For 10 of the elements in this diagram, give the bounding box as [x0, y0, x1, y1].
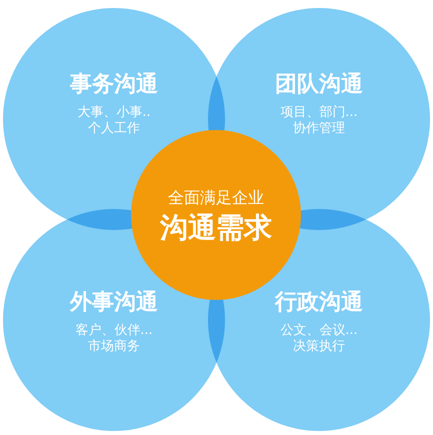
topic-title: 团队沟通: [275, 71, 363, 98]
topic-title: 事务沟通: [70, 71, 158, 98]
topic-title: 外事沟通: [70, 289, 158, 316]
topic-description: 项目、部门...协作管理: [279, 104, 359, 137]
topic-title: 行政沟通: [275, 289, 363, 316]
center-title: 沟通需求: [160, 210, 272, 245]
center-subtitle: 全面满足企业: [168, 188, 264, 208]
topic-description: 大事、小事..个人工作: [76, 104, 152, 137]
topic-description: 客户、伙伴...市场商务: [74, 322, 154, 355]
topic-description: 公文、会议...决策执行: [279, 322, 359, 355]
